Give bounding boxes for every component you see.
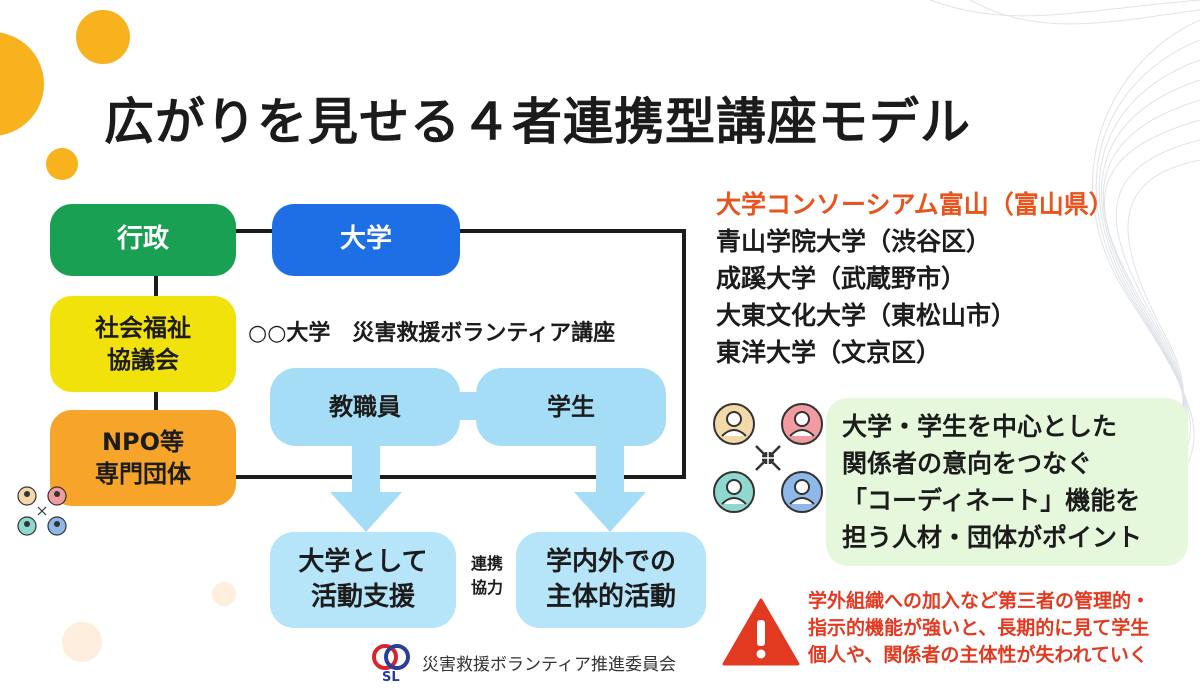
box-npo-line1: NPO等 xyxy=(101,427,185,456)
box-daigaku: 大学 xyxy=(272,204,460,276)
point-line: 大学・学生を中心とした xyxy=(842,412,1118,441)
warning-line: 学外組織への加入など第三者の管理的・ xyxy=(808,590,1151,612)
box-activity-line2: 主体的活動 xyxy=(545,582,676,612)
connector-bottom xyxy=(236,475,686,479)
warning-line: 個人や、関係者の主体性が失われていく xyxy=(808,644,1148,666)
box-staff: 教職員 xyxy=(270,368,460,446)
box-activity: 学内外での 主体的活動 xyxy=(516,532,706,628)
link-label: 連携 協力 xyxy=(466,552,508,600)
box-gyosei: 行政 xyxy=(50,204,236,276)
logo-text: SL xyxy=(382,670,400,685)
box-npo-line2: 専門団体 xyxy=(95,460,191,488)
deco-circle-large xyxy=(0,32,44,136)
point-line: 関係者の意向をつなぐ xyxy=(842,449,1093,478)
arrow-staff-to-support xyxy=(330,440,402,532)
warning-line: 指示的機能が強いと、長期的に見て学生 xyxy=(808,617,1150,639)
page-title: 広がりを見せる４者連携型講座モデル xyxy=(104,93,971,151)
university-item: 青山学院大学（渋谷区） xyxy=(716,227,992,256)
deco-circle xyxy=(212,582,236,606)
box-staff-label: 教職員 xyxy=(329,392,401,421)
box-activity-line1: 学内外での xyxy=(545,546,676,577)
box-daigaku-label: 大学 xyxy=(339,224,392,255)
university-list: 大学コンソーシアム富山（富山県） 青山学院大学（渋谷区） 成蹊大学（武蔵野市） … xyxy=(716,186,1114,371)
deco-circle xyxy=(62,622,102,662)
deco-circle xyxy=(46,148,78,180)
people-network-icon xyxy=(17,486,67,536)
box-student-label: 学生 xyxy=(547,392,595,421)
point-line: 「コーディネート」機能を xyxy=(842,486,1141,515)
box-support-line1: 大学として xyxy=(298,546,428,577)
box-support: 大学として 活動支援 xyxy=(270,532,456,628)
warning-icon xyxy=(722,598,800,666)
deco-circle xyxy=(76,10,130,64)
university-item: 東洋大学（文京区） xyxy=(716,338,942,367)
deco-swirl-lines xyxy=(930,0,1200,480)
footer-org-name: 災害救援ボランティア推進委員会 xyxy=(422,655,676,675)
box-student: 学生 xyxy=(476,368,666,446)
box-shakyo-line2: 協議会 xyxy=(107,346,179,374)
link-label-line1: 連携 xyxy=(470,554,503,573)
box-shakyo: 社会福祉 協議会 xyxy=(50,296,236,392)
organization-logo xyxy=(372,644,410,670)
course-name: ○○大学 災害救援ボランティア講座 xyxy=(248,321,616,346)
point-box: 大学・学生を中心とした 関係者の意向をつなぐ 「コーディネート」機能を 担う人材… xyxy=(826,398,1188,566)
connector-right xyxy=(682,229,686,479)
link-label-line2: 協力 xyxy=(470,578,503,597)
consortium-name: 大学コンソーシアム富山（富山県） xyxy=(716,190,1114,219)
box-gyosei-label: 行政 xyxy=(116,224,169,255)
box-support-line2: 活動支援 xyxy=(310,582,415,612)
connector-top xyxy=(236,229,686,233)
warning-text: 学外組織への加入など第三者の管理的・ 指示的機能が強いと、長期的に見て学生 個人… xyxy=(808,588,1150,669)
university-item: 大東文化大学（東松山市） xyxy=(716,301,1017,330)
people-network-icon xyxy=(713,403,823,513)
university-item: 成蹊大学（武蔵野市） xyxy=(716,264,967,293)
point-line: 担う人材・団体がポイント xyxy=(842,523,1143,552)
arrow-student-to-activity xyxy=(574,440,646,532)
box-npo: NPO等 専門団体 xyxy=(50,410,236,506)
box-shakyo-line1: 社会福祉 xyxy=(95,313,191,342)
